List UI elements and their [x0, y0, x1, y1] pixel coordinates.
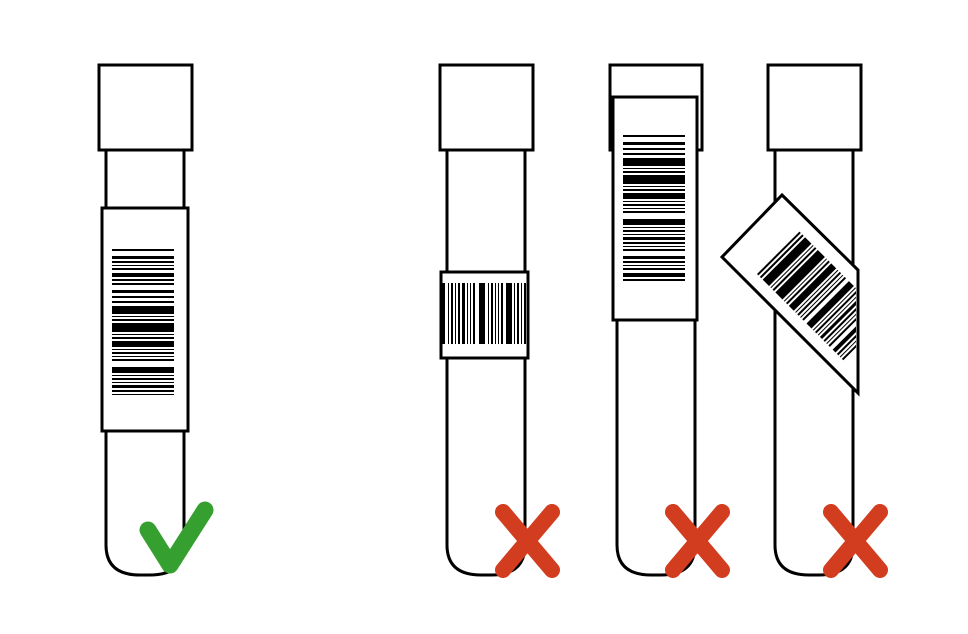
tube-4-incorrect — [719, 63, 888, 578]
tube-3-incorrect — [608, 63, 730, 578]
tube-cap — [766, 63, 863, 152]
tube-body — [445, 150, 527, 577]
checkmark-icon — [139, 501, 214, 574]
tube-cap — [438, 63, 535, 152]
tube-2-incorrect — [438, 63, 560, 578]
barcode-label — [719, 192, 860, 397]
barcode — [442, 283, 526, 344]
tube-1-correct — [97, 63, 214, 577]
tube-cap — [97, 63, 194, 152]
barcode — [112, 247, 174, 395]
cross-icon — [665, 504, 730, 578]
barcode — [757, 231, 856, 361]
cross-icon — [823, 504, 888, 578]
barcode — [623, 135, 685, 283]
cross-icon — [495, 504, 560, 578]
